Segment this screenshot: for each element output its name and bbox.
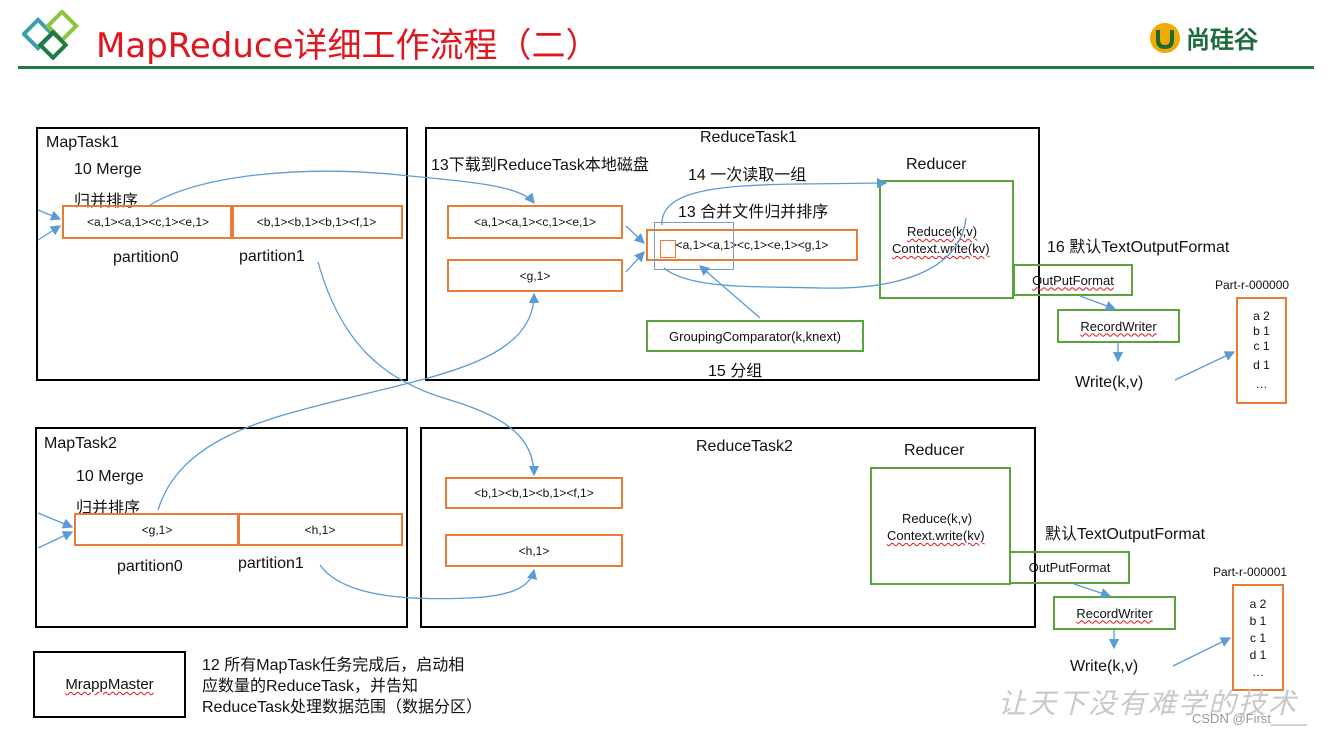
maptask2-partition1-box: <h,1> [237, 513, 403, 546]
reducetask2-frame [420, 427, 1036, 628]
reducetask1-title: ReduceTask1 [700, 129, 797, 146]
output1-record-writer-label: RecordWriter [1080, 318, 1157, 334]
output2-file-line: … [1252, 665, 1264, 679]
output2-file-line: a 2 [1249, 597, 1267, 611]
slogan-watermark: 让天下没有难学的技术 [998, 687, 1299, 720]
reducetask1-input-2-data: <g,1> [519, 268, 551, 283]
reducetask1-read-group-label: 14 一次读取一组 [688, 167, 807, 184]
maptask2-partition0-label: partition0 [117, 558, 183, 575]
output2-default-format: 默认TextOutputFormat [1045, 526, 1206, 543]
reducer1-reduce-call: Reduce(k,v) [907, 224, 978, 239]
maptask2-merge: 10 Merge [76, 468, 144, 485]
maptask1-partition1-data: <b,1><b,1><b,1><f,1> [256, 215, 377, 229]
mrappmaster-box: MrappMaster [33, 651, 186, 718]
reducer2-title: Reducer [904, 442, 965, 459]
output2-file-line: c 1 [1249, 631, 1266, 645]
reducetask2-input-2-data: <h,1> [518, 543, 550, 558]
brand-name: 尚硅谷 [1186, 26, 1258, 54]
output1-format-label: OutPutFormat [1032, 272, 1114, 288]
output2-file-line: d 1 [1249, 648, 1267, 662]
reducetask2-title: ReduceTask2 [696, 438, 793, 455]
maptask2-sort: 归并排序 [76, 500, 141, 517]
output1-file-line: d 1 [1253, 358, 1270, 372]
output1-record-writer-box: RecordWriter [1057, 309, 1180, 343]
output2-file-line: b 1 [1249, 614, 1267, 628]
output2-format-box: OutPutFormat [1009, 551, 1130, 584]
reducetask2-input-1-data: <b,1><b,1><b,1><f,1> [474, 486, 594, 500]
maptask1-merge: 10 Merge [74, 161, 142, 178]
reducetask1-merge-sort-label: 13 合并文件归并排序 [678, 204, 829, 221]
output2-file-box: a 2 b 1 c 1 d 1 … [1232, 584, 1284, 691]
reducer1-box [879, 180, 1014, 299]
reducer2-box [870, 467, 1011, 585]
brand-logo-icon [1148, 22, 1182, 54]
reducer2-context-write: Context.write(kv) [887, 528, 985, 543]
reducer1-context-write: Context.write(kv) [892, 241, 990, 256]
output1-file-line: c 1 [1253, 339, 1270, 353]
maptask2-partition1-label: partition1 [238, 555, 304, 572]
output1-file-line: … [1255, 377, 1268, 391]
reducetask2-input-box-1: <b,1><b,1><b,1><f,1> [445, 477, 623, 509]
reducetask1-input-1-data: <a,1><a,1><c,1><e,1> [473, 215, 597, 229]
maptask1-title: MapTask1 [46, 134, 119, 151]
grouping-comparator-box: GroupingComparator(k,knext) [646, 320, 864, 352]
logo-icon [21, 9, 84, 64]
reducetask1-download-label: 13下载到ReduceTask本地磁盘 [431, 157, 649, 174]
output1-file-line: a 2 [1253, 309, 1270, 323]
maptask1-partition1-label: partition1 [239, 248, 305, 265]
output1-file-name: Part-r-000000 [1215, 278, 1290, 292]
output1-write-label: Write(k,v) [1075, 374, 1144, 391]
output2-file-name: Part-r-000001 [1213, 565, 1288, 579]
mrappmaster-note: 12 所有MapTask任务完成后，启动相 应数量的ReduceTask，并告知… [202, 657, 483, 716]
output2-write-label: Write(k,v) [1070, 658, 1139, 675]
page-title: MapReduce详细工作流程（二） [96, 26, 600, 66]
grouping-comparator-label: GroupingComparator(k,knext) [669, 328, 841, 344]
maptask1-partition1-box: <b,1><b,1><b,1><f,1> [230, 205, 403, 239]
maptask2-partition0-box: <g,1> [74, 513, 240, 546]
reducetask1-group-marker [660, 240, 676, 258]
output2-record-writer-label: RecordWriter [1076, 605, 1153, 621]
reducetask1-input-box-2: <g,1> [447, 259, 623, 292]
header-divider [18, 66, 1314, 69]
output2-record-writer-box: RecordWriter [1053, 596, 1176, 630]
maptask1-partition0-data: <a,1><a,1><c,1><e,1> [86, 215, 210, 229]
maptask2-partition1-data: <h,1> [304, 522, 336, 537]
maptask1-partition0-box: <a,1><a,1><c,1><e,1> [62, 205, 234, 239]
reducetask1-input-box-1: <a,1><a,1><c,1><e,1> [447, 205, 623, 239]
maptask2-title: MapTask2 [44, 435, 117, 452]
output1-file-box: a 2 b 1 c 1 d 1 … [1236, 297, 1287, 404]
reducer2-reduce-call: Reduce(k,v) [902, 511, 973, 526]
mrappmaster-label: MrappMaster [65, 676, 154, 693]
reducetask1-frame [425, 127, 1040, 381]
csdn-credit: CSDN @First_____ [1192, 711, 1308, 726]
maptask2-partition0-data: <g,1> [141, 522, 173, 537]
grouping-step-label: 15 分组 [708, 363, 763, 380]
output1-format-box: OutPutFormat [1013, 264, 1133, 296]
maptask1-partition0-label: partition0 [113, 249, 179, 266]
output1-default-format: 16 默认TextOutputFormat [1047, 239, 1230, 256]
reducetask2-input-box-2: <h,1> [445, 534, 623, 567]
output2-format-label: OutPutFormat [1028, 560, 1111, 575]
output1-file-line: b 1 [1253, 324, 1270, 338]
reducer1-title: Reducer [906, 156, 967, 173]
